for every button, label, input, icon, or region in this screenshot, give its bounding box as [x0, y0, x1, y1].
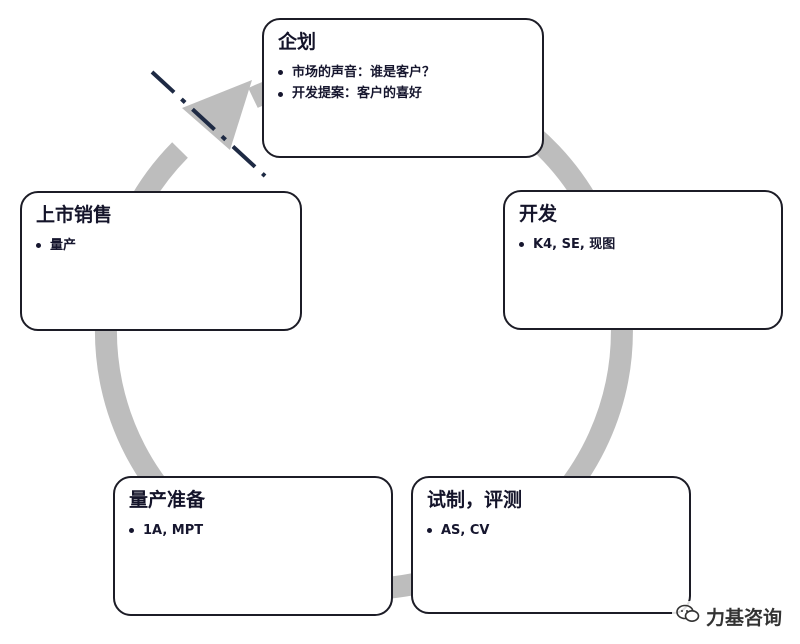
stage-title-prep: 量产准备	[129, 489, 206, 511]
stage-title-trial: 试制，评测	[427, 489, 523, 511]
stage-item-text: K4, SE, 现图	[533, 236, 616, 252]
stage-item: 1A, MPT	[129, 520, 377, 541]
watermark: 力基咨询	[671, 601, 786, 632]
bullet-icon	[129, 528, 134, 534]
cycle-arrowhead	[182, 80, 252, 150]
stage-item: 量产	[36, 235, 286, 256]
stage-items-launch: 量产	[36, 235, 286, 256]
stage-box-plan: 企划 市场的声音：谁是客户？ 开发提案：客户的喜好	[262, 18, 544, 158]
stage-box-dev: 开发 K4, SE, 现图	[503, 190, 783, 330]
bullet-icon	[278, 70, 283, 76]
stage-item-text: 量产	[50, 237, 77, 253]
stage-item: AS, CV	[427, 520, 675, 541]
stage-item: 市场的声音：谁是客户？	[278, 62, 528, 83]
stage-title-launch: 上市销售	[36, 204, 113, 226]
stage-box-launch: 上市销售 量产	[20, 191, 302, 331]
stage-items-trial: AS, CV	[427, 520, 675, 541]
stage-box-prep: 量产准备 1A, MPT	[113, 476, 393, 616]
bullet-icon	[36, 243, 41, 249]
stage-item-text: AS, CV	[441, 522, 490, 538]
cycle-start-dashed-line	[150, 70, 267, 178]
stage-title-dev: 开发	[519, 203, 558, 225]
stage-box-trial: 试制，评测 AS, CV	[411, 476, 691, 614]
stage-item-text: 开发提案：客户的喜好	[292, 86, 423, 102]
stage-item: 开发提案：客户的喜好	[278, 83, 528, 104]
stage-title-plan: 企划	[278, 31, 317, 53]
stage-items-prep: 1A, MPT	[129, 520, 377, 541]
bullet-icon	[278, 91, 283, 97]
stage-item: K4, SE, 现图	[519, 234, 767, 255]
bullet-icon	[427, 528, 432, 534]
stage-items-plan: 市场的声音：谁是客户？ 开发提案：客户的喜好	[278, 62, 528, 105]
stage-item-text: 市场的声音：谁是客户？	[292, 64, 436, 80]
watermark-text: 力基咨询	[705, 607, 782, 629]
bullet-icon	[519, 242, 524, 248]
stage-items-dev: K4, SE, 现图	[519, 234, 767, 255]
wechat-icon	[676, 604, 700, 629]
stage-item-text: 1A, MPT	[143, 522, 204, 538]
